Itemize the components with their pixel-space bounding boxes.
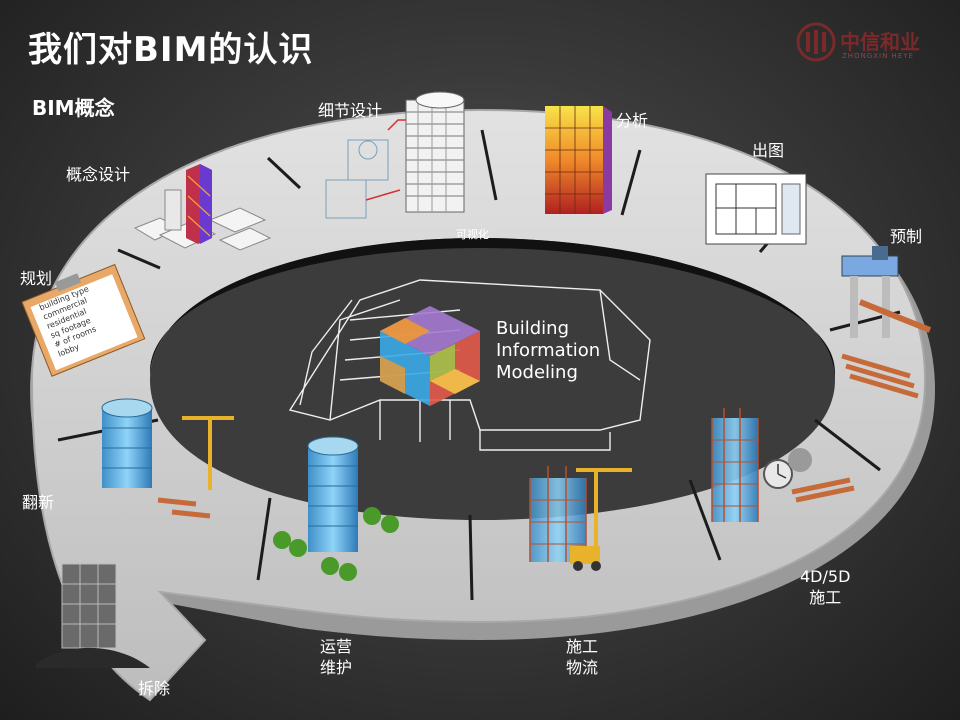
bim-center-text: Building Information Modeling	[496, 318, 600, 384]
logo-emblem-icon	[796, 22, 836, 62]
coin-icon	[788, 448, 812, 472]
operation-maintenance-model	[273, 436, 399, 581]
logo-tagline: ZHONGXIN HEYE	[842, 52, 914, 60]
company-logo: 中信和业 ZHONGXIN HEYE	[796, 20, 946, 64]
planning-clipboard	[21, 263, 146, 377]
bim-line-building: Building	[496, 318, 570, 339]
construction-logistics-model	[529, 466, 632, 571]
stage-label-drawing: 出图	[752, 141, 785, 160]
lifecycle-ring	[30, 108, 935, 702]
visualization-label: 可视化	[456, 228, 489, 241]
stage-label-operation: 运营 维护	[320, 637, 353, 677]
drawing-floorplan	[705, 173, 807, 245]
excavator-icon	[570, 546, 600, 564]
bim-line-modeling: Modeling	[496, 362, 578, 383]
bim-cube-icon	[380, 306, 480, 406]
stage-label-planning: 规划	[20, 269, 53, 288]
analysis-model	[545, 106, 612, 214]
tree-icons	[273, 507, 399, 581]
stage-label-concept: 概念设计	[66, 165, 131, 184]
crane-icon	[576, 468, 632, 550]
slide-title: 我们对BIM的认识	[28, 30, 314, 70]
crane-icon	[182, 416, 234, 490]
detail-design-model	[325, 91, 465, 219]
stage-label-renovation: 翻新	[22, 493, 55, 512]
stage-label-construction-4d5d: 4D/5D 施工	[800, 567, 851, 607]
stage-label-detail: 细节设计	[318, 101, 383, 120]
demolition-model	[36, 563, 150, 668]
stage-label-analysis: 分析	[616, 111, 649, 130]
slide-subtitle: BIM概念	[32, 96, 115, 120]
renovation-model	[101, 398, 234, 519]
logo-name: 中信和业	[840, 30, 920, 54]
construction-4d5d-model	[711, 408, 855, 522]
prefab-machine	[841, 246, 932, 399]
bim-line-information: Information	[496, 340, 601, 361]
stage-label-demolition: 拆除	[138, 679, 171, 698]
stage-label-logistics: 施工 物流	[566, 637, 599, 677]
stage-label-prefab: 预制	[890, 227, 923, 246]
concept-design-models	[133, 164, 272, 251]
